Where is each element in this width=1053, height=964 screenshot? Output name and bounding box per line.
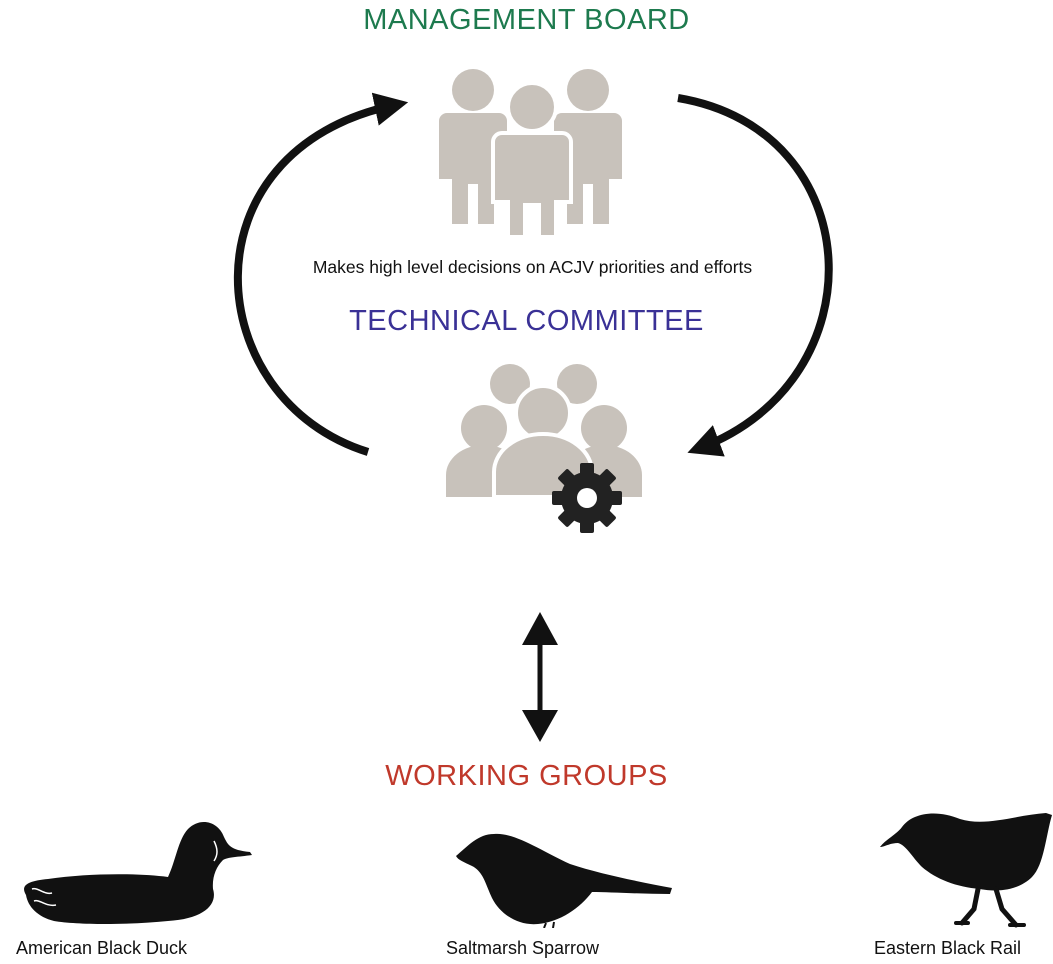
duck-icon <box>24 822 252 924</box>
species-label-saltmarsh-sparrow: Saltmarsh Sparrow <box>446 938 600 958</box>
cycle-arrow-left-icon <box>233 92 409 456</box>
rail-icon <box>880 813 1052 928</box>
double-arrow-icon <box>522 612 558 742</box>
management-board-title: MANAGEMENT BOARD <box>363 4 690 36</box>
board-description: Makes high level decisions on ACJV prior… <box>312 257 753 277</box>
gear-icon <box>552 463 622 533</box>
sparrow-icon <box>456 833 672 928</box>
species-label-american-black-duck: American Black Duck <box>16 938 188 958</box>
working-groups-title: WORKING GROUPS <box>385 760 668 792</box>
cycle-arrow-right-icon <box>677 94 833 457</box>
species-label-eastern-black-rail: Eastern Black Rail <box>874 938 1022 958</box>
people-group-icon <box>439 69 622 239</box>
technical-committee-title: TECHNICAL COMMITTEE <box>349 305 704 337</box>
